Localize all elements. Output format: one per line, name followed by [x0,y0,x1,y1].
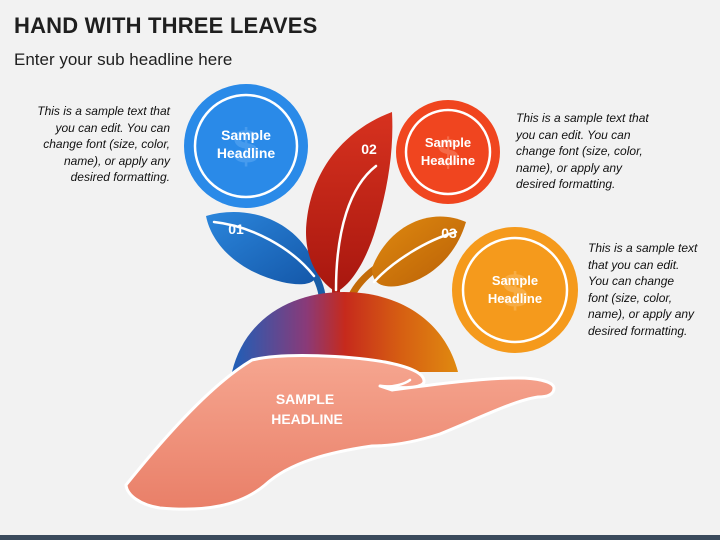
circle-1: $ Sample Headline [184,84,308,208]
bottom-bar [0,535,720,540]
page-subtitle: Enter your sub headline here [14,50,233,69]
circle-1-line2: Headline [217,145,276,161]
description-2: This is a sample text that you can edit.… [516,111,649,191]
page-title: HAND WITH THREE LEAVES [14,13,318,38]
leaf-03: 03 [372,216,466,287]
thumb-crease [378,378,412,388]
leaf-01-number: 01 [228,221,244,237]
description-3: This is a sample text that you can edit.… [588,241,698,338]
circle-2-line2: Headline [421,153,475,168]
hand-label-line2: HEADLINE [271,411,343,427]
circle-3: $ Sample Headline [452,227,578,353]
leaf-01: 01 [206,212,318,285]
dollar-icon: $ [502,265,529,318]
leaf-02-number: 02 [361,141,377,157]
circle-1-line1: Sample [221,127,271,143]
circle-2: $ Sample Headline [396,100,500,204]
description-1: This is a sample text that you can edit.… [37,104,170,184]
hand-label-line1: SAMPLE [276,391,334,407]
leaf-03-number: 03 [441,225,457,241]
circle-3-line2: Headline [488,291,542,306]
hand [124,354,556,511]
soil-mound [232,292,458,372]
dollar-icon: $ [437,131,459,175]
circle-2-line1: Sample [425,135,471,150]
dollar-icon: $ [233,121,260,174]
leaf-02: 02 [306,112,393,292]
circle-3-line1: Sample [492,273,538,288]
